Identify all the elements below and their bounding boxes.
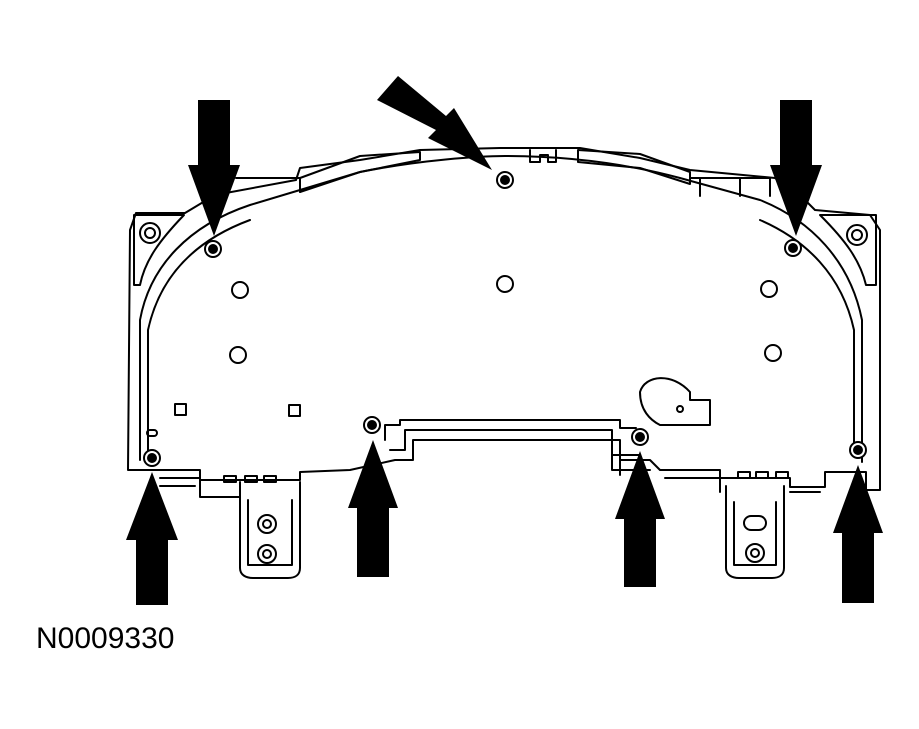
foot-hole xyxy=(257,544,277,564)
rail-tab xyxy=(244,475,258,483)
panel-square xyxy=(288,404,301,417)
foot-hole-inner xyxy=(262,549,272,559)
bottom-rail-right xyxy=(664,477,821,493)
mounting-foot-left xyxy=(239,481,301,579)
left-corner-hole-inner xyxy=(144,227,156,239)
top-edge-right xyxy=(689,177,771,197)
panel-hole xyxy=(496,275,514,293)
arrow-down xyxy=(188,100,240,236)
center-channel-2 xyxy=(389,429,641,456)
left-corner-bracket xyxy=(133,214,185,286)
screw-head xyxy=(788,243,798,253)
arrow-up xyxy=(615,451,665,587)
bottom-rail-left xyxy=(159,477,241,498)
foot-hole xyxy=(257,514,277,534)
rail-tab xyxy=(755,471,769,479)
right-corner-hole xyxy=(846,224,868,246)
right-corner-hole-inner xyxy=(851,229,863,241)
screw-head xyxy=(208,244,218,254)
panel-hole xyxy=(229,346,247,364)
screw-head xyxy=(500,175,510,185)
screw-head xyxy=(853,445,863,455)
panel-inner-outline-3 xyxy=(759,219,855,456)
foot-hole xyxy=(745,543,765,563)
arrow-up xyxy=(833,465,883,603)
panel-inner-outline-2 xyxy=(147,219,251,456)
panel-slot xyxy=(146,429,158,437)
arrow-up xyxy=(348,440,398,577)
arrow-down xyxy=(770,100,822,236)
rail-tab xyxy=(775,471,789,479)
mounting-foot-right-inner xyxy=(733,501,777,566)
top-notches xyxy=(529,149,557,163)
panel-square xyxy=(174,403,187,416)
left-corner-hole xyxy=(139,222,161,244)
top-rib-right xyxy=(577,149,691,185)
arrow-diagonal xyxy=(377,76,492,170)
rail-tab xyxy=(223,475,237,483)
top-edge-left xyxy=(235,177,301,193)
motor-pin xyxy=(676,405,684,413)
screw-head xyxy=(635,432,645,442)
rail-tab xyxy=(263,475,277,483)
foot-slot xyxy=(743,515,767,531)
center-channel xyxy=(384,419,637,441)
mounting-foot-right xyxy=(725,485,785,579)
motor-housing xyxy=(639,377,711,426)
screw-head xyxy=(147,453,157,463)
screw-head xyxy=(367,420,377,430)
mounting-foot-left-inner xyxy=(247,499,293,566)
right-corner-bracket xyxy=(819,214,877,286)
top-rib-left xyxy=(299,151,421,193)
housing-outline xyxy=(127,147,881,491)
foot-hole-inner xyxy=(262,519,272,529)
arrow-up xyxy=(126,472,178,605)
rail-tab xyxy=(737,471,751,479)
top-step-right xyxy=(699,177,741,197)
panel-hole xyxy=(760,280,778,298)
panel-hole xyxy=(231,281,249,299)
panel-hole xyxy=(764,344,782,362)
figure-id-label: N0009330 xyxy=(36,622,175,655)
foot-hole-inner xyxy=(750,548,760,558)
panel-inner-outline xyxy=(139,155,863,463)
